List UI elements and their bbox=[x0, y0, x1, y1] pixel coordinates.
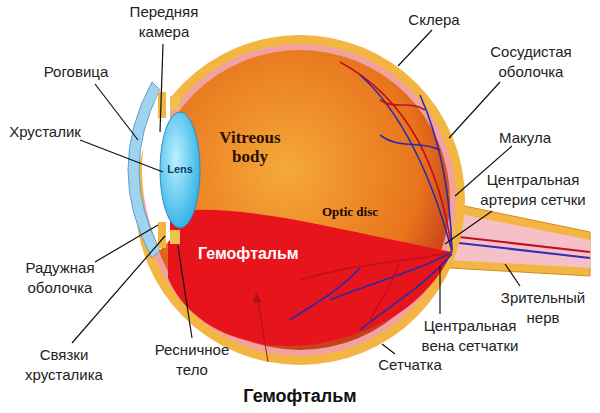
part-label: Связки хрусталика bbox=[12, 345, 116, 385]
part-label: Роговица bbox=[35, 62, 117, 82]
part-label: Хрусталик bbox=[3, 122, 87, 142]
diagram-title: Гемофтальм bbox=[180, 385, 420, 407]
region-label: Optic disc bbox=[302, 204, 398, 220]
part-label: Сосудистая оболочка bbox=[466, 42, 596, 82]
part-label: Центральная вена сетчатки bbox=[408, 316, 532, 356]
part-label: Радужная оболочка bbox=[8, 258, 112, 298]
part-label: Макула bbox=[488, 128, 562, 148]
region-label: Гемофтальм bbox=[198, 244, 328, 264]
lens-label: Lens bbox=[160, 162, 200, 176]
part-label: Центральная артерия сетчки bbox=[468, 170, 598, 210]
part-label: Сетчатка bbox=[372, 355, 448, 375]
part-label: Склера bbox=[402, 10, 466, 30]
part-label: Ресничное тело bbox=[146, 340, 238, 380]
region-label: Vitreous body bbox=[205, 128, 295, 166]
part-label: Передняя камера bbox=[118, 2, 210, 42]
